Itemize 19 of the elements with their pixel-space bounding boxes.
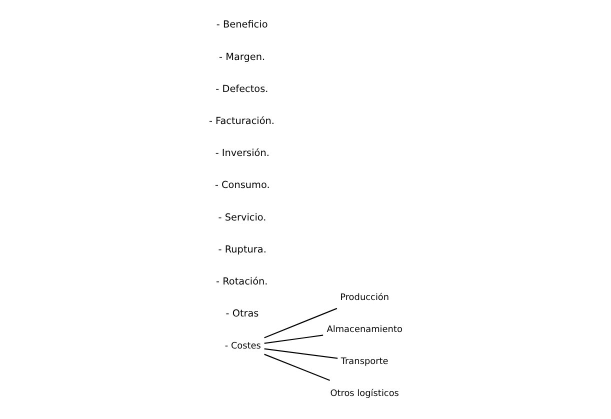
label: - Consumo.	[214, 180, 270, 192]
node-text: Transporte	[340, 357, 388, 368]
connector	[264, 334, 323, 344]
label: - Ruptura.	[218, 244, 266, 256]
connector	[264, 354, 330, 381]
label: - Servicio.	[218, 212, 266, 224]
node-text: Producción	[340, 292, 389, 303]
label: - Otras	[225, 308, 258, 320]
label: - Margen.	[218, 52, 265, 63]
node-text: Almacenamiento	[326, 324, 402, 335]
connector	[264, 348, 338, 359]
node-text: - Costes	[224, 341, 260, 352]
label: - Facturación.	[208, 116, 274, 127]
connector	[264, 308, 337, 338]
label: - Rotación.	[216, 276, 268, 288]
node-text: Otros logísticos	[330, 389, 398, 400]
label: - Beneficio	[216, 20, 268, 31]
label: - Inversión.	[214, 148, 269, 160]
label: - Defectos.	[215, 84, 268, 95]
